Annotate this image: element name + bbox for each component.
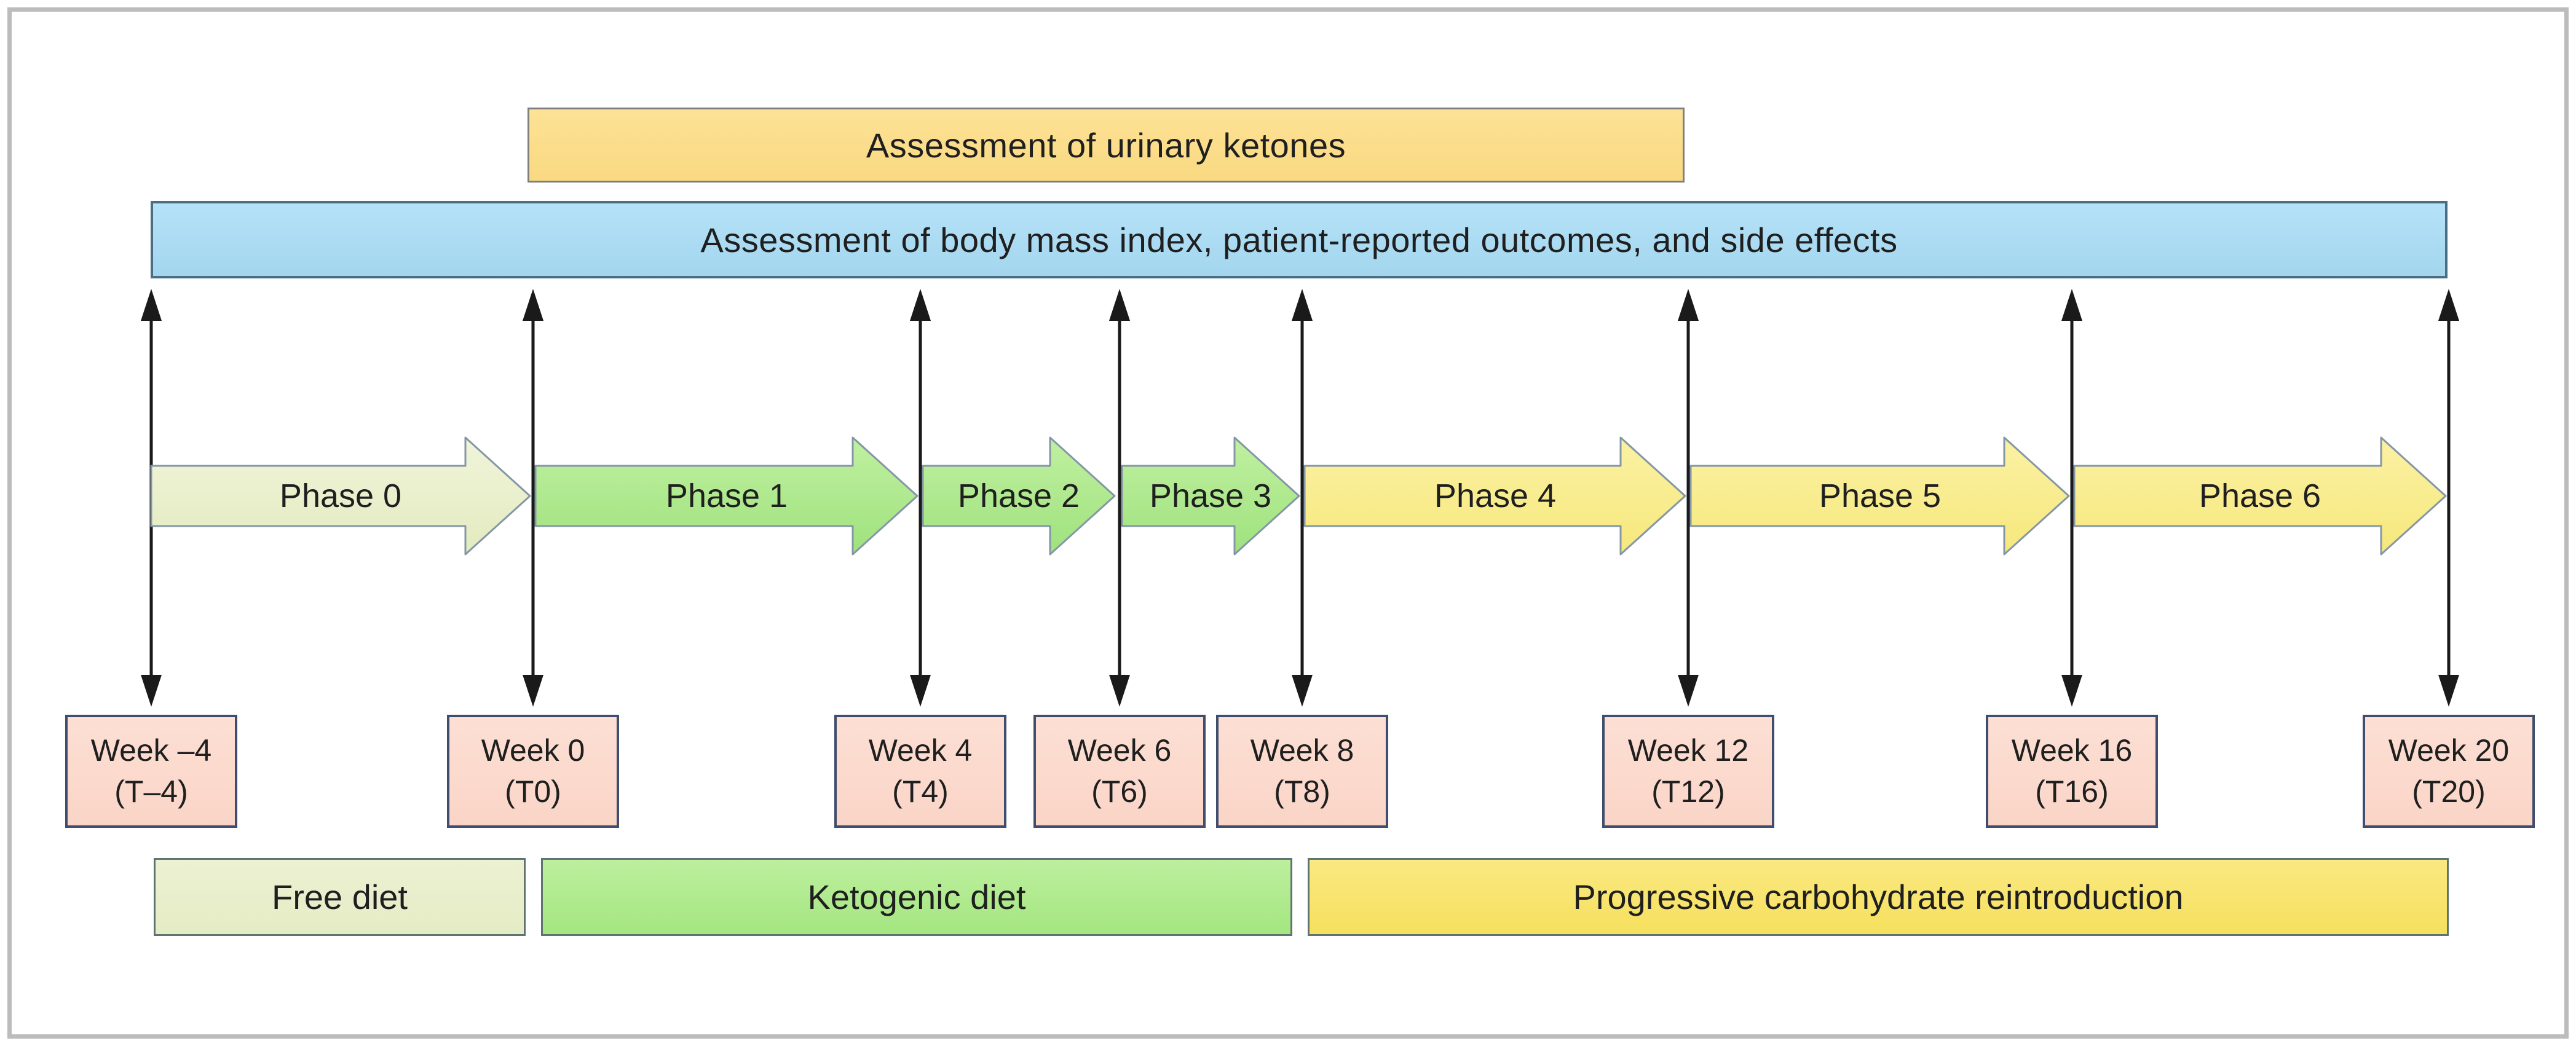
visit-label: (T4) bbox=[892, 774, 949, 809]
diet-label: Ketogenic diet bbox=[807, 878, 1026, 916]
visit-label: (T12) bbox=[1651, 774, 1725, 809]
phase-arrow-shape-4 bbox=[1303, 436, 1686, 556]
outer-frame bbox=[7, 7, 2569, 1039]
phase-label-6: Phase 6 bbox=[2199, 478, 2321, 514]
visit-label: (T0) bbox=[505, 774, 561, 809]
week-box-6: Week 16 (T16) bbox=[1986, 715, 2158, 828]
week-marker-arrow-7 bbox=[2438, 289, 2459, 707]
week-box-3: Week 6 (T6) bbox=[1033, 715, 1206, 828]
phase-label-0: Phase 0 bbox=[279, 478, 402, 514]
urinary-ketones-assessment-bar: Assessment of urinary ketones bbox=[527, 108, 1685, 183]
outcomes-assessment-bar: Assessment of body mass index, patient-r… bbox=[151, 201, 2448, 278]
phase-label-2: Phase 2 bbox=[957, 478, 1080, 514]
week-box-0: Week –4 (T–4) bbox=[65, 715, 237, 828]
week-marker-arrow-4 bbox=[1292, 289, 1313, 707]
week-label: Week 0 bbox=[481, 733, 585, 768]
phase-arrow-shape-3 bbox=[1121, 436, 1300, 556]
visit-label: (T16) bbox=[2035, 774, 2109, 809]
phase-label-5: Phase 5 bbox=[1819, 478, 1942, 514]
week-marker-arrow-5 bbox=[1678, 289, 1699, 707]
outcomes-assessment-label: Assessment of body mass index, patient-r… bbox=[700, 220, 1898, 259]
urinary-ketones-assessment-label: Assessment of urinary ketones bbox=[866, 125, 1346, 165]
diet-label: Free diet bbox=[272, 878, 408, 916]
phase-arrow-shape-0 bbox=[150, 436, 531, 556]
week-marker-arrow-6 bbox=[2061, 289, 2082, 707]
phase-arrow-shape-5 bbox=[1689, 436, 2070, 556]
visit-label: (T8) bbox=[1274, 774, 1330, 809]
visit-label: (T–4) bbox=[114, 774, 188, 809]
phase-label-3: Phase 3 bbox=[1149, 478, 1272, 514]
week-label: Week 4 bbox=[868, 733, 973, 768]
phase-label-1: Phase 1 bbox=[665, 478, 788, 514]
week-label: Week 16 bbox=[2011, 733, 2133, 768]
diet-bar-ketogenic-diet: Ketogenic diet bbox=[541, 858, 1292, 936]
week-label: Week 20 bbox=[2388, 733, 2510, 768]
week-marker-arrow-2 bbox=[910, 289, 931, 707]
week-marker-arrow-3 bbox=[1109, 289, 1130, 707]
phase-label-4: Phase 4 bbox=[1434, 478, 1557, 514]
phase-arrow-shape-1 bbox=[534, 436, 919, 556]
week-label: Week 6 bbox=[1067, 733, 1172, 768]
week-label: Week 12 bbox=[1627, 733, 1749, 768]
phase-arrow-shape-2 bbox=[922, 436, 1116, 556]
week-box-7: Week 20 (T20) bbox=[2363, 715, 2535, 828]
diet-bar-carbohydrate-reintroduction: Progressive carbohydrate reintroduction bbox=[1308, 858, 2449, 936]
week-box-1: Week 0 (T0) bbox=[447, 715, 619, 828]
phase-arrow-shape-6 bbox=[2073, 436, 2447, 556]
week-marker-arrow-1 bbox=[523, 289, 543, 707]
week-label: Week 8 bbox=[1250, 733, 1354, 768]
week-box-5: Week 12 (T12) bbox=[1602, 715, 1774, 828]
visit-label: (T20) bbox=[2412, 774, 2486, 809]
week-box-4: Week 8 (T8) bbox=[1216, 715, 1388, 828]
week-box-2: Week 4 (T4) bbox=[834, 715, 1006, 828]
diet-bar-free-diet: Free diet bbox=[154, 858, 526, 936]
week-label: Week –4 bbox=[90, 733, 212, 768]
visit-label: (T6) bbox=[1091, 774, 1148, 809]
diet-label: Progressive carbohydrate reintroduction bbox=[1573, 878, 2184, 916]
